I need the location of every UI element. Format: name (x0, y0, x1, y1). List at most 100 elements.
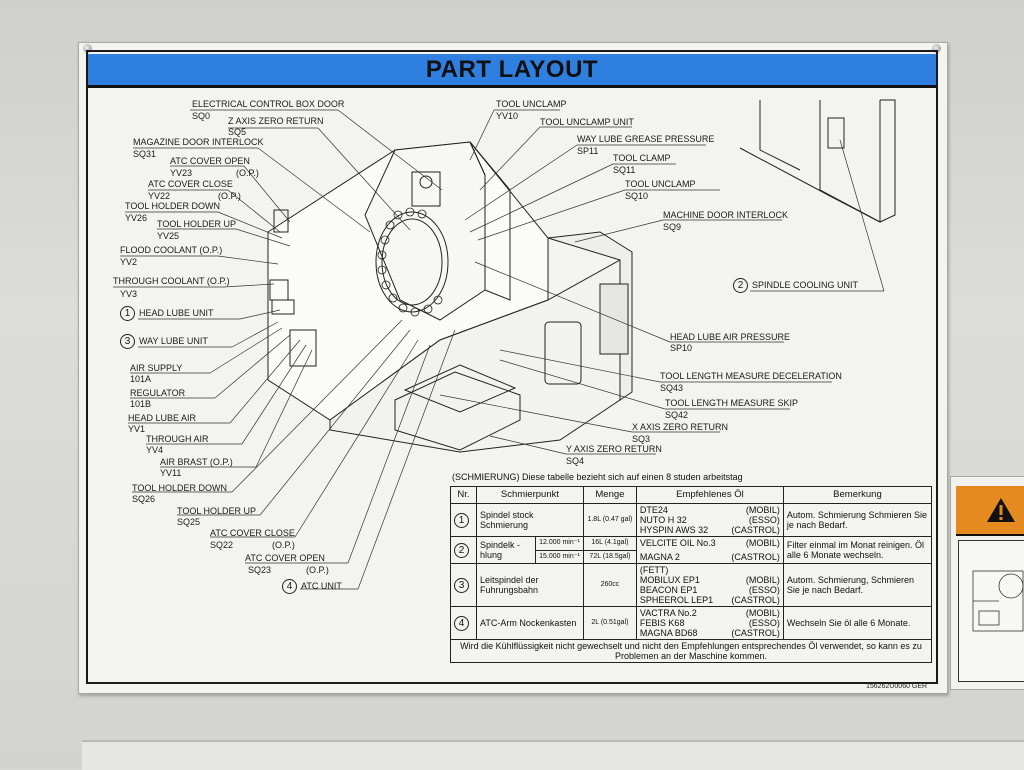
label-tool-unclamp-unit: TOOL UNCLAMP UNIT (540, 117, 634, 127)
lube-table-wrap: Nr. Schmierpunkt Menge Empfehlenes Öl Be… (450, 486, 933, 663)
code-sq26: SQ26 (132, 494, 156, 504)
label-text: WAY LUBE UNIT (139, 335, 208, 346)
code-101a: 101A (130, 374, 152, 384)
code-sq42: SQ42 (665, 410, 689, 420)
code-yv10: YV10 (496, 111, 519, 121)
code-sq22: SQ22 (210, 540, 234, 550)
oil-name: SPHEEROL LEP1 (639, 595, 714, 605)
oil-name: NUTO H 32 (639, 515, 687, 525)
part-number: 156262U0060 GER (866, 683, 928, 690)
code-yv26: YV26 (125, 213, 148, 223)
number-badge: 1 (120, 306, 135, 321)
cell-rpm: 12.000 min⁻¹ (535, 536, 584, 551)
code-sq3: SQ3 (632, 434, 651, 444)
cell-punkt: Leitspindel der Fuhrungsbahn (476, 563, 584, 607)
oil-name: FEBIS K68 (639, 618, 685, 628)
label-machine-door-interlock: MACHINE DOOR INTERLOCK (663, 210, 789, 220)
oil-line: MAGNA BD68 (CASTROL) (640, 628, 780, 638)
oil-name: HYSPIN AWS 32 (639, 525, 709, 535)
label-way-lube-grease-pressure: WAY LUBE GREASE PRESSURE (577, 134, 715, 144)
label-electrical-control-box-door: ELECTRICAL CONTROL BOX DOOR (192, 99, 345, 109)
row-number: 1 (450, 503, 477, 537)
oil-name: MAGNA 2 (639, 552, 680, 562)
code-sq5: SQ5 (228, 127, 247, 137)
code-sq10: SQ10 (625, 191, 649, 201)
label-tool-clamp: TOOL CLAMP (613, 153, 671, 163)
warning-banner (956, 486, 1024, 536)
table-footnote-row: Wird die Kühlflüssigkeit nicht gewechsel… (450, 639, 932, 663)
label-atc-cover-open-sq: ATC COVER OPEN (245, 553, 325, 563)
code-101b: 101B (130, 399, 152, 409)
oil-name: VELCITE OIL No.3 (639, 538, 716, 548)
code-sq4: SQ4 (566, 456, 585, 466)
oil-brand: (CASTROL) (731, 595, 780, 605)
table-row: 1 Spindel stock Schmierung 1.8L (0.47 ga… (450, 503, 933, 537)
cell-oel: (FETT) MOBILUX EP1 (MOBIL) BEACON EP1 (E… (635, 563, 784, 607)
code-sq25: SQ25 (177, 517, 201, 527)
label-y-axis-zero-return: Y AXIS ZERO RETURN (566, 444, 662, 454)
oil-line: DTE24 (MOBIL) (640, 505, 780, 515)
code-yv22: YV22 (148, 191, 171, 201)
oil-line: SPHEEROL LEP1 (CASTROL) (640, 595, 780, 605)
code-sq0: SQ0 (192, 111, 211, 121)
cell-menge: 72L (18.5gal) (582, 549, 637, 564)
row-number: 3 (450, 563, 477, 607)
label-tool-holder-down-sq: TOOL HOLDER DOWN (132, 483, 228, 493)
code-yv2: YV2 (120, 257, 138, 267)
oil-line: MOBILUX EP1 (MOBIL) (640, 575, 780, 585)
number-badge: 2 (454, 542, 469, 558)
oil-line: VELCITE OIL No.3 (MOBIL) (640, 538, 780, 548)
label-text: ATC UNIT (301, 580, 342, 591)
label-through-air: THROUGH AIR (146, 434, 209, 444)
lube-table: Nr. Schmierpunkt Menge Empfehlenes Öl Be… (450, 486, 933, 663)
cell-bemerkung: Filter einmal im Monat reinigen. Öl alle… (782, 536, 933, 564)
oil-name: BEACON EP1 (639, 585, 698, 595)
oil-line: HYSPIN AWS 32 (CASTROL) (640, 525, 780, 535)
adjacent-machine-sketch (958, 540, 1024, 682)
oil-line: VACTRA No.2 (MOBIL) (640, 608, 780, 618)
table-footnote: Wird die Kühlflüssigkeit nicht gewechsel… (450, 639, 932, 663)
cell-bemerkung: Autom. Schmierung, Schmieren Sie je nach… (782, 563, 933, 607)
number-badge: 3 (454, 577, 469, 593)
number-badge: 2 (733, 278, 748, 293)
oil-brand: (MOBIL) (745, 538, 780, 548)
oil-line: (FETT) (640, 565, 780, 575)
header-bemerkung: Bemerkung (782, 486, 933, 504)
cell-rpm: 15.000 min⁻¹ (535, 549, 584, 564)
label-text: SPINDLE COOLING UNIT (752, 279, 859, 290)
code-sq11: SQ11 (613, 165, 636, 175)
oil-brand: (CASTROL) (731, 552, 780, 562)
oil-brand: (ESSO) (748, 618, 780, 628)
code-yv1: YV1 (128, 424, 146, 434)
row-number: 4 (450, 606, 477, 640)
table-row: 2 Spindelk -hlung 12.000 min⁻¹ 16L (4.1g… (450, 536, 933, 564)
oil-name: (FETT) (639, 565, 669, 575)
code-sq9: SQ9 (663, 222, 682, 232)
label-tool-length-measure-skip: TOOL LENGTH MEASURE SKIP (665, 398, 799, 408)
oil-name: MAGNA BD68 (639, 628, 698, 638)
number-badge: 4 (282, 579, 297, 594)
label-x-axis-zero-return: X AXIS ZERO RETURN (632, 422, 729, 432)
label-regulator: REGULATOR (130, 388, 186, 398)
cell-punkt: Spindel stock Schmierung (476, 503, 584, 537)
label-head-lube-air: HEAD LUBE AIR (128, 413, 197, 423)
label-flood-coolant: FLOOD COOLANT (O.P.) (120, 245, 223, 255)
label-tool-holder-up: TOOL HOLDER UP (157, 219, 237, 229)
number-badge: 4 (454, 615, 469, 631)
row-number: 2 (450, 536, 477, 564)
oil-brand: (MOBIL) (745, 575, 780, 585)
label-z-axis-zero-return: Z AXIS ZERO RETURN (228, 116, 324, 126)
number-badge: 1 (454, 512, 469, 528)
cell-oel: VACTRA No.2 (MOBIL) FEBIS K68 (ESSO) MAG… (635, 606, 784, 640)
screw-icon (83, 44, 92, 53)
label-air-brast: AIR BRAST (O.P.) (160, 457, 233, 467)
label-tool-unclamp: TOOL UNCLAMP (496, 99, 567, 109)
code-yv3: YV3 (120, 289, 138, 299)
label-tool-holder-down: TOOL HOLDER DOWN (125, 201, 221, 211)
table-row: 4 ATC-Arm Nockenkasten 2L (0.51gal) VACT… (450, 606, 933, 640)
note-op: (O.P.) (272, 540, 295, 550)
label-magazine-door-interlock: MAGAZINE DOOR INTERLOCK (133, 137, 264, 147)
cell-menge: 16L (4.1gal) (582, 536, 637, 551)
table-row: 3 Leitspindel der Fuhrungsbahn 260cc (FE… (450, 563, 933, 607)
